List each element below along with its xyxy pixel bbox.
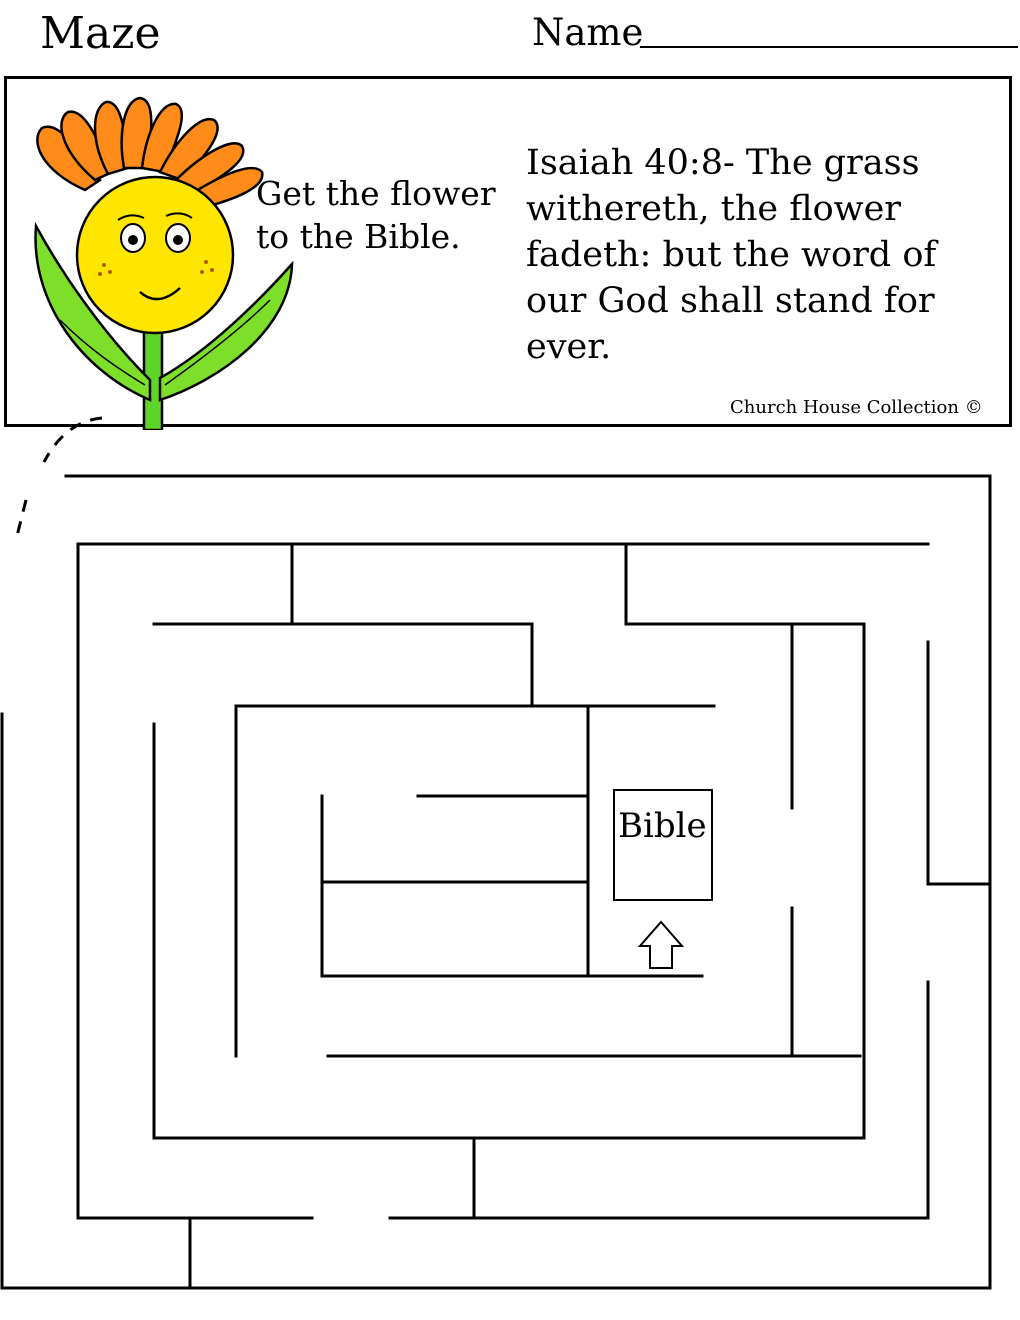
entrance-dashes	[14, 416, 103, 541]
info-box	[4, 76, 1012, 427]
bible-box	[613, 789, 713, 901]
maze[interactable]	[0, 400, 1020, 1320]
up-arrow-icon	[637, 920, 685, 969]
flower-illustration	[34, 96, 294, 430]
right-leaf	[158, 260, 294, 402]
name-write-line[interactable]	[640, 46, 1018, 48]
flower-face	[75, 175, 235, 335]
maze-instruction: Get the flower to the Bible.	[256, 174, 496, 256]
worksheet-title: Maze	[40, 8, 161, 59]
bible-goal-label: Bible	[618, 806, 707, 846]
copyright-credit: Church House Collection ©	[730, 397, 983, 418]
bible-verse: Isaiah 40:8- The grass withereth, the fl…	[526, 143, 937, 367]
maze-walls	[0, 474, 992, 1290]
name-label: Name	[532, 11, 644, 54]
left-leaf	[34, 221, 152, 402]
